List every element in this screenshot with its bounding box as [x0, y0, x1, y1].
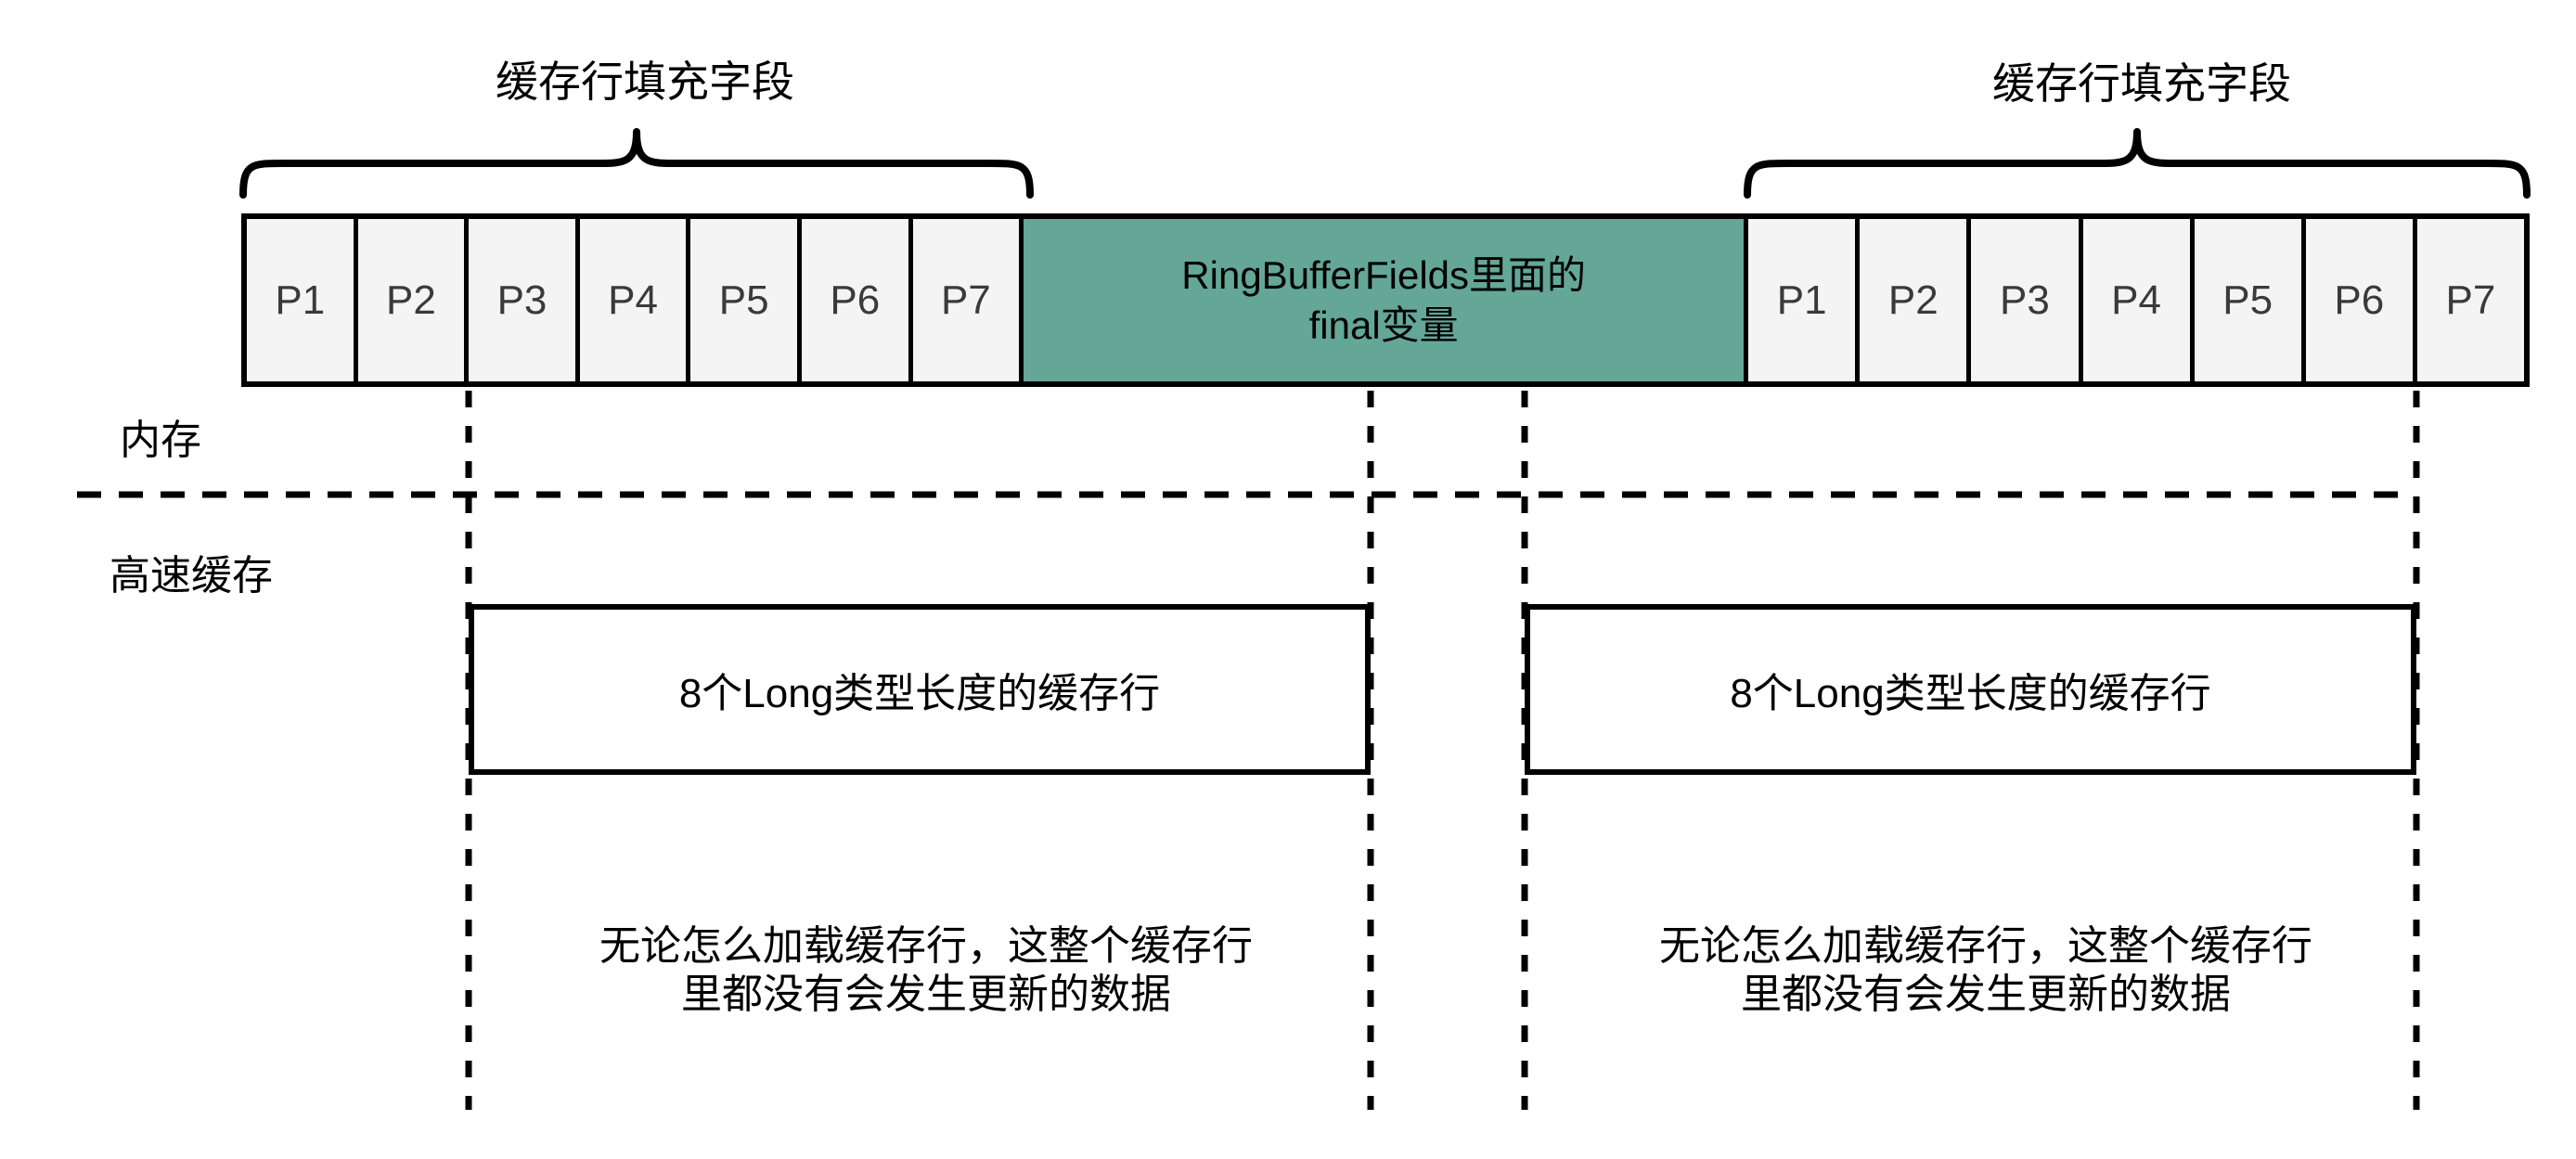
padding-cell: P7: [2416, 219, 2525, 381]
padding-cell: P2: [357, 219, 470, 381]
padding-cell: P3: [469, 219, 580, 381]
note-right-line1: 无论怎么加载缓存行，这整个缓存行: [1659, 923, 2312, 969]
note-left-line1: 无论怎么加载缓存行，这整个缓存行: [599, 923, 1253, 969]
padding-cell: P4: [2082, 219, 2195, 381]
right-brace-icon: [1744, 128, 2531, 199]
left-padding-label: 缓存行填充字段: [496, 58, 794, 106]
padding-cell: P6: [2305, 219, 2417, 381]
memory-label: 内存: [120, 418, 201, 463]
padding-cell: P5: [2194, 219, 2306, 381]
padding-cell: P5: [690, 219, 802, 381]
padding-cell: P2: [1860, 219, 1972, 381]
note-left: 无论怎么加载缓存行，这整个缓存行 里都没有会发生更新的数据: [599, 922, 1253, 1019]
note-right-line2: 里都没有会发生更新的数据: [1741, 972, 2231, 1017]
left-brace-icon: [239, 128, 1034, 199]
memory-row: P1 P2 P3 P4 P5 P6 P7 RingBufferFields里面的…: [241, 213, 2530, 387]
padding-cell: P1: [247, 219, 358, 381]
note-right: 无论怎么加载缓存行，这整个缓存行 里都没有会发生更新的数据: [1659, 922, 2312, 1019]
ring-buffer-text-line2: final变量: [1308, 303, 1459, 347]
cache-line-box-left: 8个Long类型长度的缓存行: [469, 604, 1371, 775]
cache-line-box-right: 8个Long类型长度的缓存行: [1525, 604, 2416, 775]
cache-label: 高速缓存: [109, 553, 273, 599]
note-left-line2: 里都没有会发生更新的数据: [681, 972, 1171, 1017]
padding-cell: P3: [1971, 219, 2083, 381]
ring-buffer-cell: RingBufferFields里面的 final变量: [1024, 219, 1749, 381]
padding-cell: P6: [801, 219, 913, 381]
padding-cell: P7: [912, 219, 1024, 381]
padding-cell: P1: [1748, 219, 1861, 381]
ring-buffer-text-line1: RingBufferFields里面的: [1181, 252, 1587, 297]
padding-cell: P4: [579, 219, 691, 381]
cache-line-box-right-label: 8个Long类型长度的缓存行: [1730, 671, 2211, 716]
right-padding-label: 缓存行填充字段: [1992, 59, 2291, 108]
cache-line-box-left-label: 8个Long类型长度的缓存行: [678, 671, 1161, 716]
